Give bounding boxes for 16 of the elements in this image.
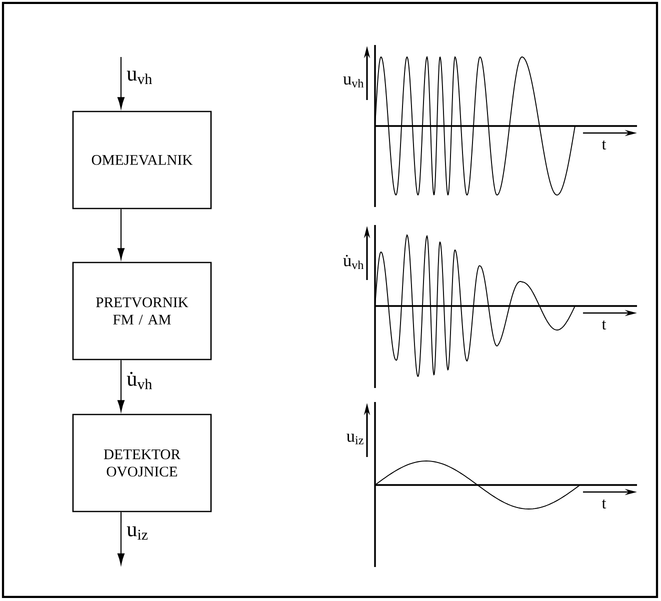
axis-label: t: [602, 320, 606, 330]
axis-label: u̇$_{vh}$: [343, 254, 364, 270]
axis-label: u$_{vh}$: [343, 76, 364, 88]
process-box: OMEJEVALNIK: [72, 110, 212, 210]
arrow: [118, 209, 125, 260]
edge-label: u̇$_{vh}$: [126, 372, 152, 390]
arrow: [118, 512, 125, 565]
axis-label: t: [602, 140, 606, 150]
edge-label: u$_{iz}$: [126, 526, 148, 540]
process-box: DETEKTOR OVOJNICE: [72, 414, 212, 512]
arrow: [118, 360, 125, 412]
axis-label: u$_{iz}$: [346, 434, 364, 444]
axis-label: t: [602, 499, 606, 509]
edge-label: u$_{vh}$: [126, 70, 152, 84]
arrow: [118, 57, 125, 108]
process-box: PRETVORNIK FM / AM: [72, 262, 212, 360]
